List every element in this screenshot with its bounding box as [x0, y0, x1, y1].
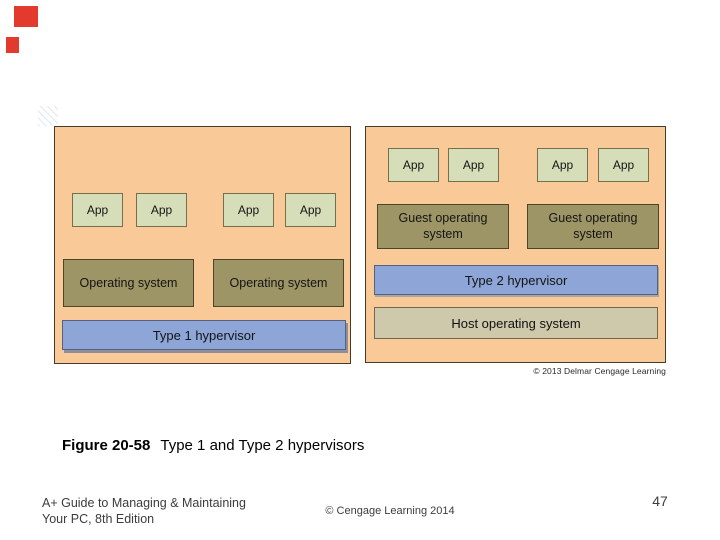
diagram-copyright-credit: © 2013 Delmar Cengage Learning	[533, 366, 666, 376]
artifact-squiggle	[38, 106, 58, 126]
app-box: App	[136, 193, 187, 227]
footer-book-title-line1: A+ Guide to Managing & Maintaining	[42, 496, 246, 510]
guest-operating-system-box: Guest operating system	[527, 204, 659, 249]
type2-hypervisor-bar: Type 2 hypervisor	[374, 265, 658, 295]
figure-caption: Figure 20-58 Type 1 and Type 2 hypervisor…	[62, 437, 364, 454]
app-box: App	[598, 148, 649, 182]
operating-system-box: Operating system	[63, 259, 194, 307]
app-box: App	[388, 148, 439, 182]
app-box: App	[223, 193, 274, 227]
app-box: App	[537, 148, 588, 182]
footer-book-title-line2: Your PC, 8th Edition	[42, 512, 155, 527]
slide-page-number: 47	[652, 493, 668, 509]
operating-system-box: Operating system	[213, 259, 344, 307]
footer-book-title: A+ Guide to Managing & Maintaining Your …	[42, 495, 246, 528]
red-template-mark-large	[14, 6, 38, 27]
figure-number: Figure 20-58	[62, 437, 151, 454]
type2-hypervisor-diagram: App App App App Guest operating system G…	[365, 126, 666, 363]
app-box: App	[72, 193, 123, 227]
host-operating-system-bar: Host operating system	[374, 307, 658, 339]
type1-hypervisor-bar: Type 1 hypervisor	[62, 320, 346, 350]
footer-copyright: © Cengage Learning 2014	[325, 505, 455, 517]
guest-operating-system-box: Guest operating system	[377, 204, 509, 249]
type1-hypervisor-diagram: App App App App Operating system Operati…	[54, 126, 351, 364]
app-box: App	[285, 193, 336, 227]
figure-title: Type 1 and Type 2 hypervisors	[160, 437, 365, 454]
app-box: App	[448, 148, 499, 182]
red-template-mark-small	[6, 37, 19, 53]
